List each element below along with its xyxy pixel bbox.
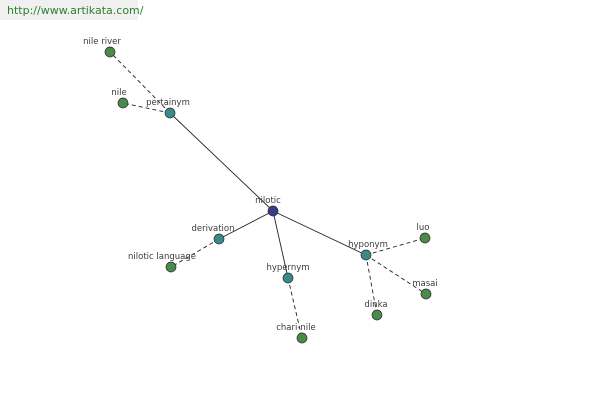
edge-nilotic-pertainym [169, 112, 274, 212]
node-derivation[interactable] [213, 233, 225, 245]
edge-nilotic-hyponym [272, 210, 367, 256]
node-masai[interactable] [420, 288, 432, 300]
edge-pertainym-nile [122, 102, 171, 114]
label-nile: nile [111, 88, 126, 98]
node-dinka[interactable] [371, 309, 383, 321]
label-luo: luo [417, 223, 430, 233]
node-nilotic-language[interactable] [165, 261, 177, 273]
label-derivation: derivation [191, 224, 234, 234]
node-chari-nile[interactable] [296, 332, 308, 344]
label-hypernym: hypernym [266, 263, 309, 273]
edge-hyponym-luo [365, 237, 426, 256]
nodes [104, 46, 432, 344]
edge-derivation-nilotic-language [170, 238, 220, 268]
node-luo[interactable] [419, 232, 431, 244]
watermark-banner: http://www.artikata.com/ [0, 0, 143, 20]
edge-hypernym-chari-nile [287, 277, 303, 339]
node-hyponym[interactable] [360, 249, 372, 261]
label-nile-river: nile river [83, 37, 121, 47]
edge-hyponym-masai [365, 254, 427, 295]
edges [109, 51, 427, 339]
node-nile-river[interactable] [104, 46, 116, 58]
watermark-text: http://www.artikata.com/ [7, 4, 144, 17]
label-pertainym: pertainym [146, 98, 190, 108]
label-hyponym: hyponym [348, 240, 388, 250]
node-pertainym[interactable] [164, 107, 176, 119]
edge-nilotic-hypernym [272, 210, 289, 279]
label-dinka: dinka [364, 300, 387, 310]
edge-pertainym-nile-river [109, 51, 171, 114]
label-chari-nile: chari-nile [276, 323, 316, 333]
label-masai: masai [412, 279, 438, 289]
edge-nilotic-derivation [218, 210, 274, 240]
node-hypernym[interactable] [282, 272, 294, 284]
edge-hyponym-dinka [365, 254, 378, 316]
labels: pertainym nile river nile derivation nilotic… [83, 37, 438, 333]
label-nilotic-language: nilotic language [128, 252, 196, 262]
label-nilotic: nilotic [255, 196, 281, 206]
node-nile[interactable] [117, 97, 129, 109]
node-nilotic[interactable] [267, 205, 279, 217]
